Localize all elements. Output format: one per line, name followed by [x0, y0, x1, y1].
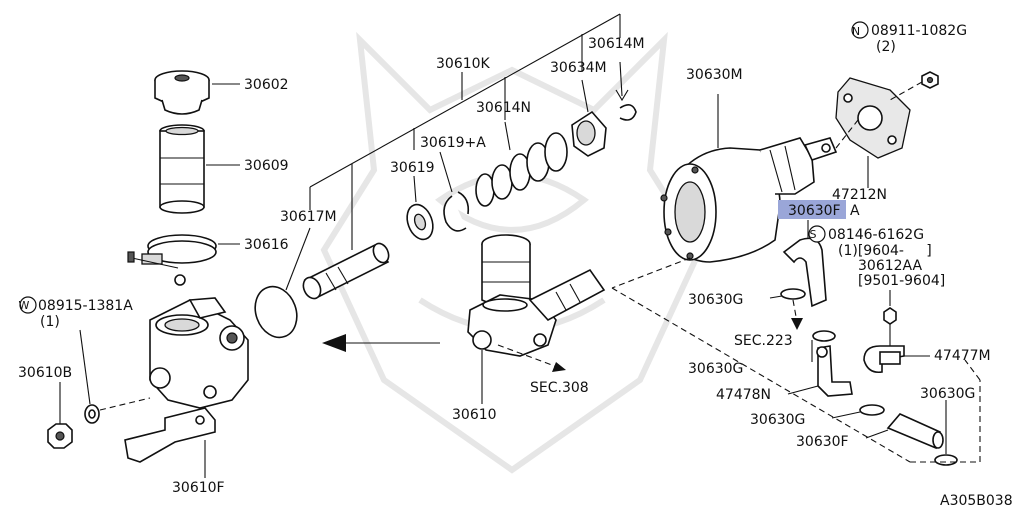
hose-clamp-part-3[interactable] [859, 404, 885, 416]
label-08911-code: 08911-1082G [871, 23, 967, 39]
washer-part[interactable] [84, 404, 100, 424]
bracket-bolt-part[interactable] [883, 307, 897, 346]
label-47477M: 47477M [934, 348, 991, 364]
label-30617M: 30617M [280, 209, 337, 225]
label-30630G-4: 30630G [920, 386, 975, 402]
reservoir-body-part[interactable] [159, 124, 205, 214]
dash-washer [99, 397, 151, 411]
label-30619A: 30619+A [420, 135, 486, 151]
label-30630F: 30630F [796, 434, 849, 450]
label-30612AA: 30612AA [858, 258, 923, 274]
part-labels: 30602 30609 30616 30617M 30619 30619+A 3… [18, 23, 1013, 509]
hose-clamp-part-2[interactable] [812, 330, 836, 342]
short-hose-part[interactable] [886, 413, 944, 450]
highlight-box [778, 200, 846, 219]
label-30609: 30609 [244, 158, 289, 174]
marker-S: S [810, 228, 817, 241]
clutch-booster-part[interactable] [660, 137, 838, 263]
label-30630FA-suffix: A [850, 203, 860, 219]
label-30614M: 30614M [588, 36, 645, 52]
hose-clamp-part-4[interactable] [934, 454, 958, 466]
leader-30630F [865, 429, 889, 439]
master-cylinder-assembly-part[interactable] [467, 234, 606, 357]
reservoir-cap-part[interactable] [154, 70, 210, 115]
leader-47478N [787, 385, 819, 395]
dash-nut [889, 81, 923, 101]
assembly-dash-outline [611, 257, 981, 463]
seal-washer-part[interactable] [403, 201, 438, 243]
label-30630G-3: 30630G [750, 412, 805, 428]
dust-boot-part[interactable] [571, 110, 607, 157]
return-spring-part[interactable] [475, 132, 568, 207]
diaphragm-disk-part[interactable] [248, 281, 303, 344]
label-08915-code: 08915-1381A [38, 298, 133, 314]
leader-08915 [79, 329, 91, 405]
leader-30614M [619, 61, 623, 97]
kit-bracket-lines [309, 13, 621, 250]
marker-N: N [852, 25, 860, 38]
label-30630M: 30630M [686, 67, 743, 83]
label-30616: 30616 [244, 237, 289, 253]
label-08146-code: 08146-6162G [828, 227, 924, 243]
leader-30630G-3 [831, 411, 861, 419]
leader-30634M [581, 79, 589, 113]
dash-gasket [835, 119, 859, 149]
label-47212N: 47212N [832, 187, 887, 203]
leader-30630G-1 [769, 295, 783, 299]
label-08911-qty: (2) [876, 39, 896, 55]
label-47478N: 47478N [716, 387, 771, 403]
label-08915-qty: (1) [40, 314, 60, 330]
label-30610B: 30610B [18, 365, 72, 381]
clamp-ring-part[interactable] [127, 234, 217, 286]
label-30610: 30610 [452, 407, 497, 423]
label-30602: 30602 [244, 77, 289, 93]
nut-part[interactable] [47, 423, 73, 449]
label-30634M: 30634M [550, 60, 607, 76]
booster-gasket-part[interactable] [835, 77, 911, 159]
piston-rod-part[interactable] [300, 241, 391, 301]
retaining-clip-part[interactable] [619, 104, 637, 121]
check-valve-elbow-part[interactable] [816, 345, 853, 397]
booster-nut-part[interactable] [921, 71, 939, 89]
master-cylinder-housing-part[interactable] [124, 297, 249, 463]
diagram-reference-code: A305B038 [940, 493, 1013, 509]
hose-clamp-part-1[interactable] [780, 288, 806, 300]
label-08146-qty: (1)[9604- ] [838, 243, 932, 259]
vacuum-hose-part[interactable] [782, 237, 827, 308]
label-30619: 30619 [390, 160, 435, 176]
label-30630FA-highlight: 30630F [788, 203, 841, 219]
nut-code-marker [851, 21, 869, 39]
arrow-sec223 [791, 299, 803, 330]
leader-30614N [504, 121, 511, 151]
bolt-code-marker [808, 225, 826, 243]
label-sec308: SEC.308 [530, 380, 589, 396]
label-30630G-1: 30630G [688, 292, 743, 308]
arrow-30614M [615, 89, 629, 102]
label-30614N: 30614N [476, 100, 531, 116]
direction-arrow [322, 334, 440, 352]
leader-30617M [285, 227, 311, 291]
label-30630G-2: 30630G [688, 361, 743, 377]
washer-code-marker [19, 296, 37, 314]
arrow-sec308 [497, 344, 566, 372]
leader-30619 [413, 175, 417, 203]
leader-30619A [439, 151, 453, 193]
marker-W: W [19, 299, 30, 312]
label-30612AA-range: [9501-9604] [858, 273, 945, 289]
label-sec223: SEC.223 [734, 333, 793, 349]
snap-ring-part[interactable] [443, 191, 470, 232]
hose-bracket-part[interactable] [863, 345, 905, 374]
label-30610F: 30610F [172, 480, 225, 496]
label-30610K: 30610K [436, 56, 491, 72]
